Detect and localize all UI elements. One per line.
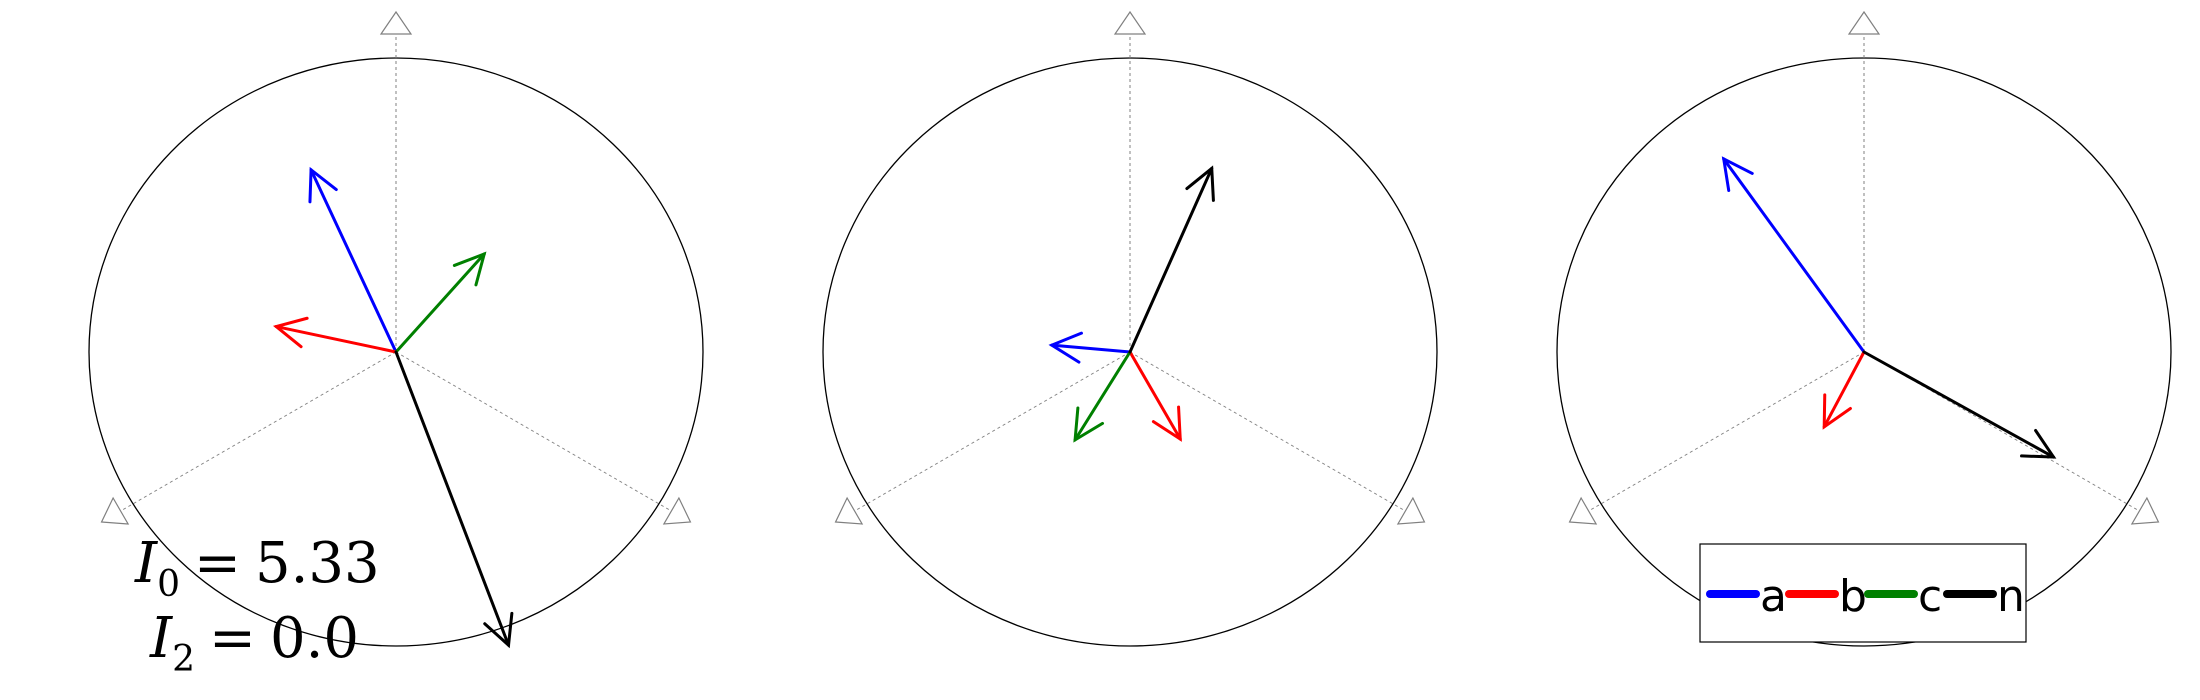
- i0-equals: =: [194, 531, 241, 596]
- phase-axis-guide: [1588, 351, 1865, 512]
- i0-subscript: 0: [157, 564, 180, 605]
- phasor-arrow-c: [1073, 350, 1132, 443]
- phase-axis-guide: [1129, 351, 1406, 512]
- phase-axis-marker: [2130, 496, 2160, 525]
- phasor-panel-2: [822, 10, 1438, 647]
- legend-item-c: c: [1864, 571, 1942, 622]
- phase-axis-marker: [379, 10, 413, 35]
- phase-axis-marker: [1568, 496, 1598, 525]
- phase-axis-marker: [1847, 10, 1881, 35]
- phase-axis-marker: [834, 496, 864, 525]
- i2-equals: =: [209, 606, 256, 671]
- i0-value: 5.33: [255, 531, 380, 596]
- i2-symbol: I: [149, 606, 174, 671]
- phasor-arrow-b: [272, 316, 398, 354]
- phasor-panels: [88, 10, 2172, 649]
- phase-axis-marker: [662, 496, 692, 525]
- phase-axis-marker: [1396, 496, 1426, 525]
- legend-label: b: [1839, 571, 1867, 622]
- phasor-panel-1: [88, 10, 704, 649]
- legend-label: n: [1997, 571, 2025, 622]
- phasor-arrow-a: [308, 166, 398, 354]
- legend-item-n: n: [1943, 571, 2025, 622]
- phasor-arrow-a: [1048, 331, 1132, 364]
- legend-item-a: a: [1706, 571, 1787, 622]
- phase-axis-guide: [854, 351, 1131, 512]
- phasor-arrow-n: [1128, 165, 1215, 354]
- legend-item-b: b: [1785, 571, 1867, 622]
- i2-annotation: I2 =0.0: [149, 606, 359, 680]
- phase-axis-guide: [120, 351, 397, 512]
- phasor-arrow-a: [1721, 156, 1866, 354]
- phasor-arrow-c: [394, 251, 487, 354]
- legend-label: c: [1918, 571, 1942, 622]
- i2-subscript: 2: [172, 639, 195, 680]
- phase-axis-marker: [1113, 10, 1147, 35]
- phasor-arrow-b: [1128, 350, 1182, 442]
- phasor-arrow-b: [1822, 350, 1866, 430]
- phase-axis-guide: [1863, 351, 2140, 512]
- phasor-panel-3: [1556, 10, 2172, 647]
- i0-symbol: I: [134, 531, 159, 596]
- phasor-arrow-n: [394, 350, 514, 649]
- phase-axis-marker: [100, 496, 130, 525]
- current-annotations: I0=5.33 I2=0.0: [134, 531, 380, 680]
- phasor-arrow-n: [1862, 350, 2057, 459]
- i2-value: 0.0: [270, 606, 359, 671]
- i0-annotation: I0 =5.33: [134, 531, 380, 605]
- legend-label: a: [1760, 571, 1787, 622]
- phase-axis-guide: [395, 351, 672, 512]
